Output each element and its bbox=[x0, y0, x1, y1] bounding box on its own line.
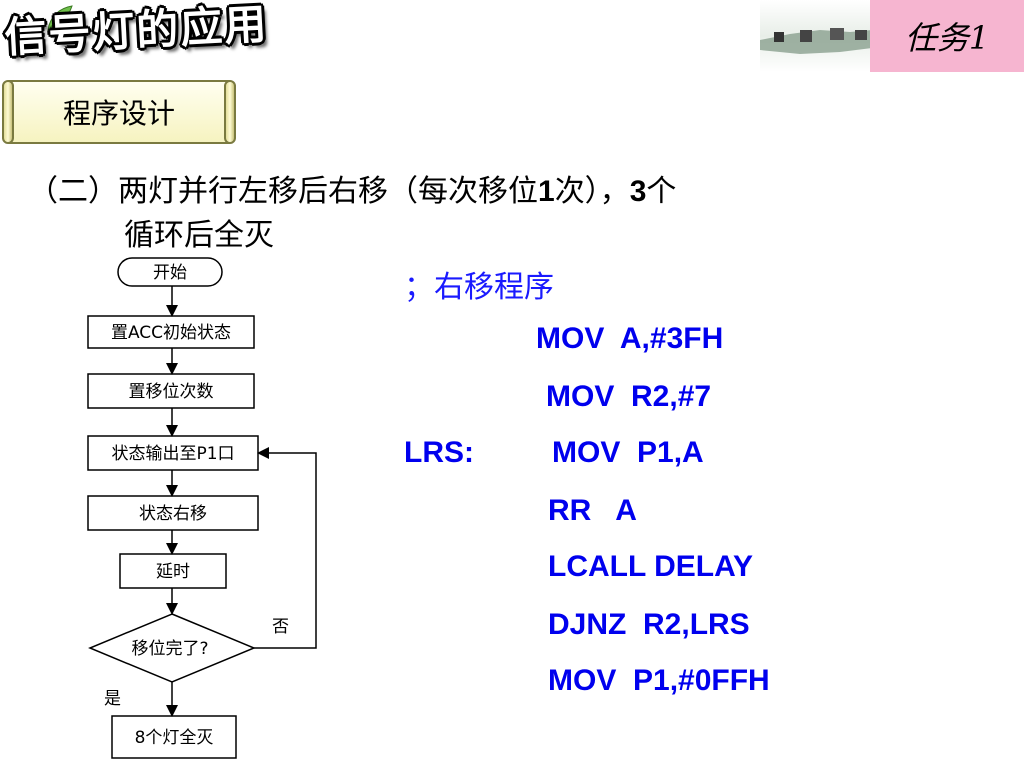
flow-step2-shape bbox=[87, 373, 255, 409]
page-title: 信号灯的应用 bbox=[3, 0, 270, 63]
section-label-scroll: 程序设计 bbox=[2, 80, 236, 144]
code-line: MOV P1,A bbox=[552, 436, 704, 469]
task-badge: 任务1 bbox=[870, 0, 1024, 72]
header-photo bbox=[760, 0, 872, 72]
flow-step2-text: 置移位次数 bbox=[129, 382, 214, 402]
section-label: 程序设计 bbox=[62, 97, 175, 130]
code-line: MOV A,#3FH bbox=[536, 322, 724, 355]
leaf-icon bbox=[47, 5, 73, 31]
heading-num2: 3 bbox=[629, 175, 647, 208]
flow-step1-shape bbox=[87, 315, 255, 349]
flow-step4-text: 状态右移 bbox=[139, 504, 207, 524]
flow-step5-text: 延时 bbox=[156, 562, 190, 582]
heading-mid: 次）， bbox=[554, 174, 630, 209]
flow-step4-shape bbox=[87, 495, 259, 531]
scroll-curl-right bbox=[224, 80, 236, 144]
code-line: MOV R2,#7 bbox=[546, 380, 712, 413]
flow-decision-text: 移位完了? bbox=[131, 639, 208, 659]
heading-suffix: 个 bbox=[646, 174, 677, 209]
flow-end-text: 8个灯全灭 bbox=[135, 728, 214, 748]
heading-line2: 循环后全灭 bbox=[124, 218, 274, 253]
code-label: LRS: bbox=[404, 436, 474, 469]
flow-step3-shape bbox=[87, 435, 259, 471]
flow-step1-text: 置ACC初始状态 bbox=[111, 323, 231, 343]
scroll-curl-left bbox=[2, 80, 14, 144]
flow-start-shape bbox=[117, 257, 223, 287]
task-heading: （二）两灯并行左移后右移（每次移位1次），3个 循环后全灭 bbox=[28, 170, 676, 258]
heading-prefix: （二）两灯并行左移后右移（每次移位 bbox=[28, 174, 538, 209]
flow-loop-arrow bbox=[254, 447, 317, 649]
heading-num1: 1 bbox=[538, 175, 555, 208]
flow-start-text: 开始 bbox=[153, 263, 187, 283]
code-comment: ；右移程序 bbox=[404, 270, 554, 305]
flow-yes-label: 是 bbox=[104, 689, 121, 709]
code-line: DJNZ R2,LRS bbox=[548, 608, 750, 641]
flowchart: 开始 置ACC初始状态 置移位次数 状态输出至P1口 状态右移 延时 移位完了?… bbox=[87, 257, 317, 759]
code-line: LCALL DELAY bbox=[548, 550, 754, 583]
flow-step3-text: 状态输出至P1口 bbox=[111, 444, 234, 464]
code-line: MOV P1,#0FFH bbox=[548, 664, 770, 697]
flow-no-label: 否 bbox=[272, 617, 289, 637]
flow-step5-shape bbox=[119, 553, 227, 589]
code-line: RR A bbox=[548, 494, 637, 527]
